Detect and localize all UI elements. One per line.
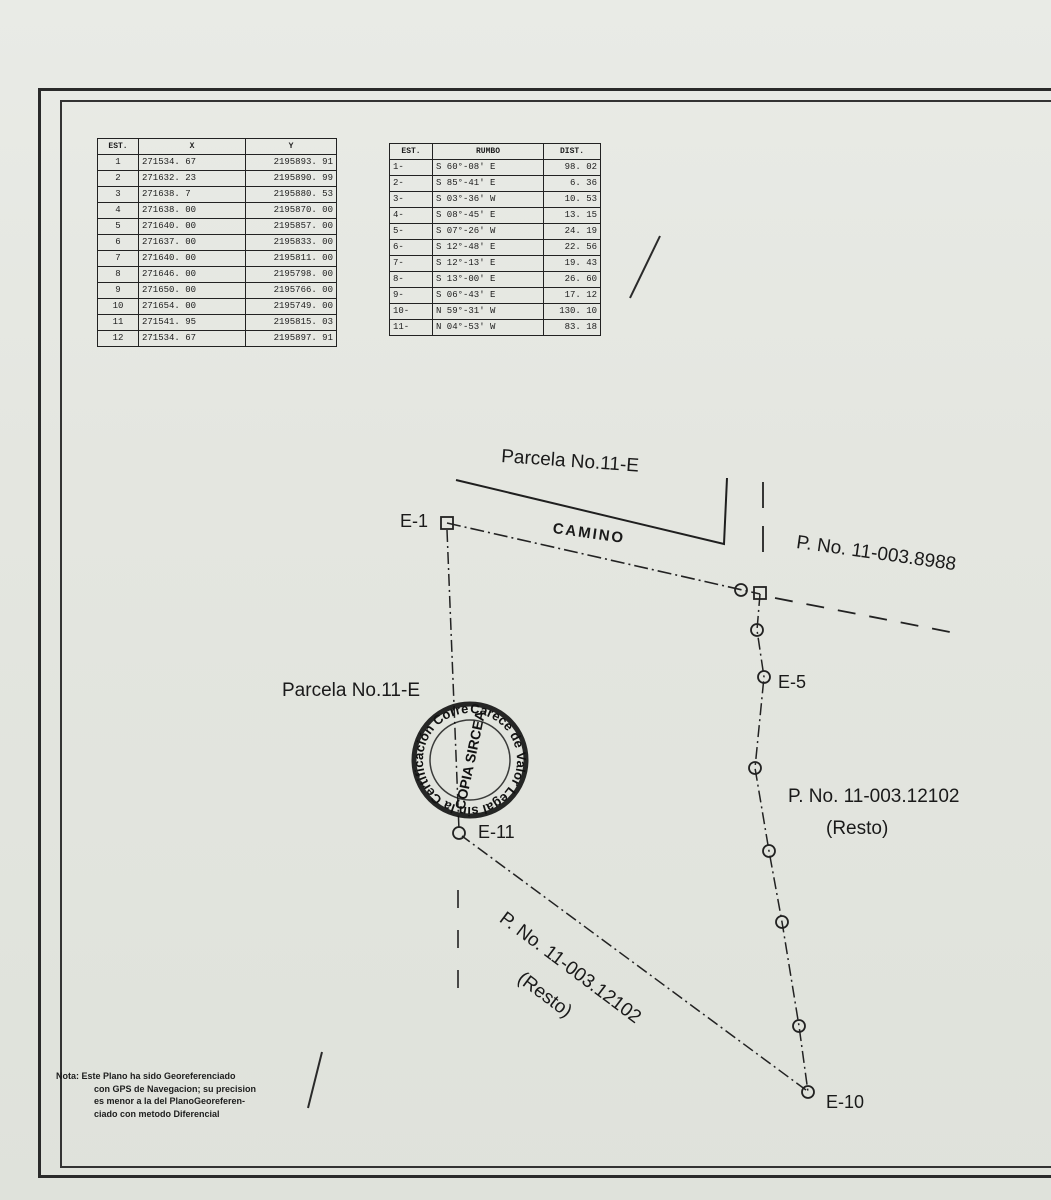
station-marker	[762, 844, 776, 858]
pen-mark	[629, 235, 661, 299]
stamp-center-text: COPIA SIRCEA	[452, 709, 489, 811]
station-marker-e10	[801, 1085, 815, 1099]
georeference-note: Nota: Este Plano ha sido Georeferenciado…	[56, 1070, 296, 1120]
station-marker	[753, 586, 767, 600]
inner-frame	[60, 100, 1051, 1168]
label-e1: E-1	[400, 511, 429, 531]
station-marker-e1	[440, 516, 454, 530]
station-marker	[750, 623, 764, 637]
label-e5: E-5	[778, 672, 807, 692]
outer-frame	[38, 88, 1051, 1178]
table-cell: 2195897. 91	[245, 330, 337, 347]
station-marker	[792, 1019, 806, 1033]
station-marker	[775, 915, 789, 929]
label-p-east-mid-resto: (Resto)	[826, 818, 889, 839]
pen-mark	[307, 1051, 323, 1109]
station-marker	[748, 761, 762, 775]
road-north-edge	[455, 477, 728, 546]
boundary-e11-e1	[446, 529, 460, 831]
table-cell: 83. 18	[543, 319, 601, 336]
station-marker-e5	[757, 670, 771, 684]
boundary-extension-east	[774, 597, 951, 633]
station-marker-e11	[452, 826, 466, 840]
table-cell: 11-	[389, 319, 433, 336]
label-parcela-west: Parcela No.11-E	[282, 680, 420, 701]
note-line: ciado con metodo Diferencial	[94, 1108, 220, 1119]
label-e11: E-11	[478, 822, 515, 842]
note-line: Nota: Este Plano ha sido Georeferenciado	[56, 1071, 236, 1081]
boundary-e1-e2	[446, 522, 761, 595]
copia-sircea-stamp: Carece de Valor Legal sin la Certificaci…	[411, 701, 529, 819]
station-marker	[734, 583, 748, 597]
label-p-east-mid: P. No. 11-003.12102	[788, 786, 960, 807]
boundary-east	[754, 593, 809, 1093]
note-line: con GPS de Navegacion; su precision	[94, 1083, 257, 1094]
note-line: es menor a la del PlanoGeoreferen-	[94, 1096, 246, 1106]
label-e10: E-10	[826, 1092, 865, 1112]
boundary-e10-e11	[461, 835, 807, 1091]
